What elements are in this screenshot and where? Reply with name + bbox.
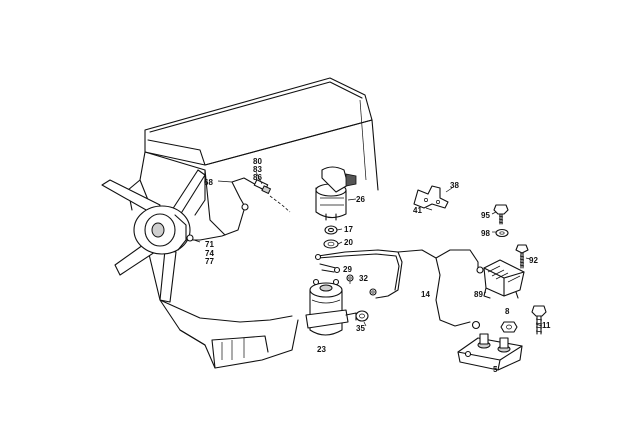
label-35: 35 — [356, 324, 365, 333]
label-80: 80 — [253, 157, 262, 166]
terminal-29 — [346, 274, 354, 282]
label-71: 71 — [205, 240, 214, 249]
label-38: 38 — [450, 181, 459, 190]
label-23: 23 — [317, 345, 326, 354]
cooling-fan — [101, 169, 206, 303]
label-17: 17 — [344, 225, 353, 234]
label-77: 77 — [205, 257, 214, 266]
label-14: 14 — [421, 290, 430, 299]
label-74: 74 — [205, 249, 214, 258]
label-20: 20 — [344, 238, 353, 247]
label-92: 92 — [529, 256, 538, 265]
washer-98 — [495, 228, 509, 238]
terminal-32 — [369, 288, 377, 296]
engine-block — [127, 77, 379, 369]
label-32: 32 — [359, 274, 368, 283]
screw-92 — [515, 244, 529, 269]
label-68: 68 — [204, 178, 213, 187]
bracket-38 — [413, 185, 449, 209]
washer-17 — [324, 225, 338, 235]
leader-lines — [193, 171, 543, 370]
nut-20 — [323, 239, 339, 249]
ignition-coil — [305, 278, 357, 336]
label-89: 89 — [474, 290, 483, 299]
label-83: 83 — [253, 165, 262, 174]
sensor-wire — [185, 177, 291, 242]
ignition-wire-harness — [314, 249, 484, 330]
label-86: 86 — [253, 173, 262, 182]
terminal-block — [457, 333, 523, 371]
label-95: 95 — [481, 211, 490, 220]
label-5: 5 — [493, 365, 498, 374]
nut-8 — [500, 321, 518, 333]
label-98: 98 — [481, 229, 490, 238]
label-29: 29 — [343, 265, 352, 274]
distributor-cap — [315, 166, 357, 221]
label-41: 41 — [413, 206, 422, 215]
label-8: 8 — [505, 307, 510, 316]
part-number-labels: 80 83 86 68 26 38 41 95 17 98 71 20 74 9… — [204, 157, 551, 374]
screw-95 — [493, 204, 509, 225]
label-11: 11 — [542, 321, 551, 330]
nut-35 — [355, 310, 369, 322]
voltage-regulator — [483, 259, 525, 299]
bolt-11 — [531, 305, 547, 335]
label-26: 26 — [356, 195, 365, 204]
